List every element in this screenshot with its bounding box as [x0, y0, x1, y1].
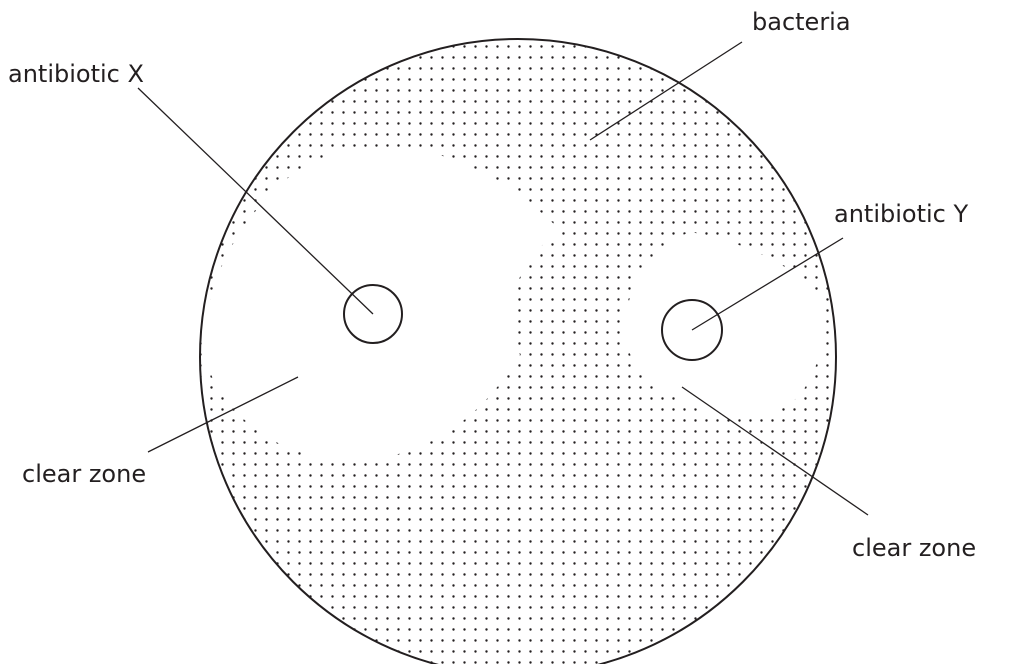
antibiotic-y-label: antibiotic Y	[834, 200, 968, 228]
clear-zone-right-label: clear zone	[852, 534, 976, 562]
bacteria-lawn	[195, 35, 845, 664]
bacteria-label: bacteria	[752, 8, 851, 36]
antibiotic-x-label: antibiotic X	[8, 60, 144, 88]
clear-zone-left-label: clear zone	[22, 460, 146, 488]
